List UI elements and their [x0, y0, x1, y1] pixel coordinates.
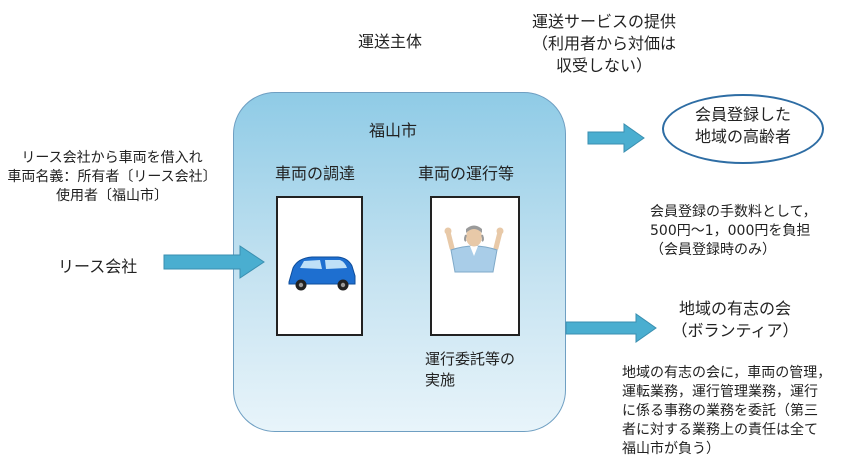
service-line: 収受しない） [555, 56, 652, 75]
volunteer-note-line: に係る事務の業務を委託（第三 [622, 403, 818, 419]
lease-note-line: 使用者〔福山市〕 [56, 188, 168, 204]
volunteer-note-line: 地域の有志の会に，車両の管理， [622, 365, 832, 381]
members-line: 会員登録した [694, 105, 791, 124]
fee-note-line: 会員登録の手数料として， [650, 204, 817, 220]
members-text: 会員登録した 地域の高齢者 [662, 104, 824, 148]
service-line: 運送サービスの提供 [531, 12, 676, 31]
consignment-text: 運行委託等の 実施 [425, 349, 515, 391]
service-text: 運送サービスの提供 （利用者から対価は 収受しない） [514, 11, 694, 77]
members-ellipse [662, 94, 824, 164]
lease-note: リース会社から車両を借入れ 車両名義：所有者〔リース会社〕 使用者〔福山市〕 [2, 149, 222, 206]
elderly-man-icon [444, 225, 504, 273]
fee-note-line: 500円～1，000円を負担 [650, 223, 811, 239]
volunteers-line: （ボランティア） [671, 321, 799, 340]
volunteers-line: 地域の有志の会 [678, 299, 791, 318]
city-title: 福山市 [369, 121, 418, 140]
consignment-line: 実施 [425, 371, 456, 389]
fee-note-line: （会員登録時のみ） [650, 242, 776, 258]
lease-note-line: 車両名義：所有者〔リース会社〕 [7, 169, 217, 185]
service-line: （利用者から対価は [531, 34, 676, 53]
lease-company-label: リース会社 [58, 257, 138, 276]
volunteer-note-line: 福山市が負う） [622, 441, 720, 457]
operation-label: 車両の運行等 [418, 164, 515, 183]
operator-label: 運送主体 [358, 32, 423, 51]
arrow-to-members [587, 123, 645, 153]
volunteer-note-line: 者に対する業務上の責任は全て [622, 422, 818, 438]
lease-note-line: リース会社から車両を借入れ [21, 150, 203, 166]
consignment-line: 運行委託等の [425, 350, 516, 368]
fee-note: 会員登録の手数料として， 500円～1，000円を負担 （会員登録時のみ） [650, 203, 817, 260]
volunteer-note: 地域の有志の会に，車両の管理， 運転業務，運行管理業務，運行 に係る事務の業務を… [622, 364, 831, 459]
members-line: 地域の高齢者 [694, 127, 791, 146]
procurement-label: 車両の調達 [275, 164, 356, 183]
arrow-lease-to-city [163, 245, 265, 279]
volunteer-note-line: 運転業務，運行管理業務，運行 [622, 384, 818, 400]
car-icon [288, 256, 356, 291]
volunteers-text: 地域の有志の会 （ボランティア） [660, 298, 810, 342]
arrow-to-volunteers [565, 313, 657, 343]
